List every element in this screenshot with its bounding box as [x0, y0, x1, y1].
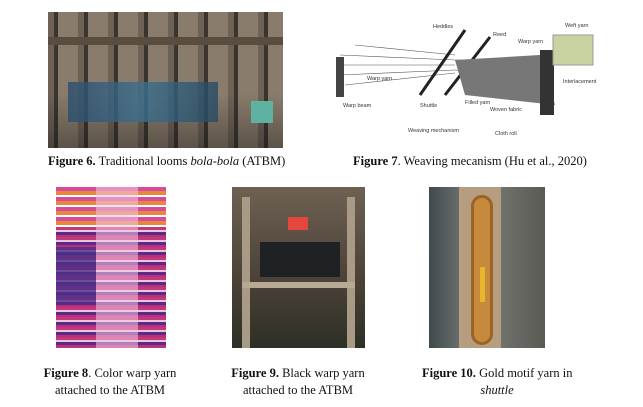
svg-text:Interlacement: Interlacement — [563, 79, 597, 85]
figure-6-photo-traditional-looms — [48, 12, 283, 148]
figure-6-caption: Figure 6. Traditional looms bola-bola (A… — [48, 154, 286, 168]
svg-text:Cloth roll: Cloth roll — [495, 131, 517, 137]
svg-text:Warp yarn: Warp yarn — [518, 39, 543, 45]
svg-text:Warp beam: Warp beam — [343, 103, 372, 109]
figure-9-photo-black-warp-yarn — [232, 187, 365, 348]
svg-text:Woven fabric: Woven fabric — [490, 107, 522, 113]
svg-text:Weft yarn: Weft yarn — [565, 23, 588, 29]
svg-text:Filled yarn: Filled yarn — [465, 100, 490, 106]
figure-8-photo-color-warp-yarn — [56, 187, 166, 348]
figure-7-caption: Figure 7. Weaving mecanism (Hu et al., 2… — [353, 154, 587, 168]
figure-10-photo-gold-motif-shuttle — [429, 187, 545, 348]
figure-7-weaving-mechanism-diagram: Heddles Reed Weft yarn Warp yarn Warp ya… — [335, 15, 610, 147]
svg-text:Heddles: Heddles — [433, 24, 453, 30]
svg-text:Warp yarn: Warp yarn — [367, 76, 392, 82]
svg-text:Shuttle: Shuttle — [420, 103, 437, 109]
svg-text:Reed: Reed — [493, 32, 506, 38]
svg-text:Weaving mechanism: Weaving mechanism — [408, 128, 459, 134]
